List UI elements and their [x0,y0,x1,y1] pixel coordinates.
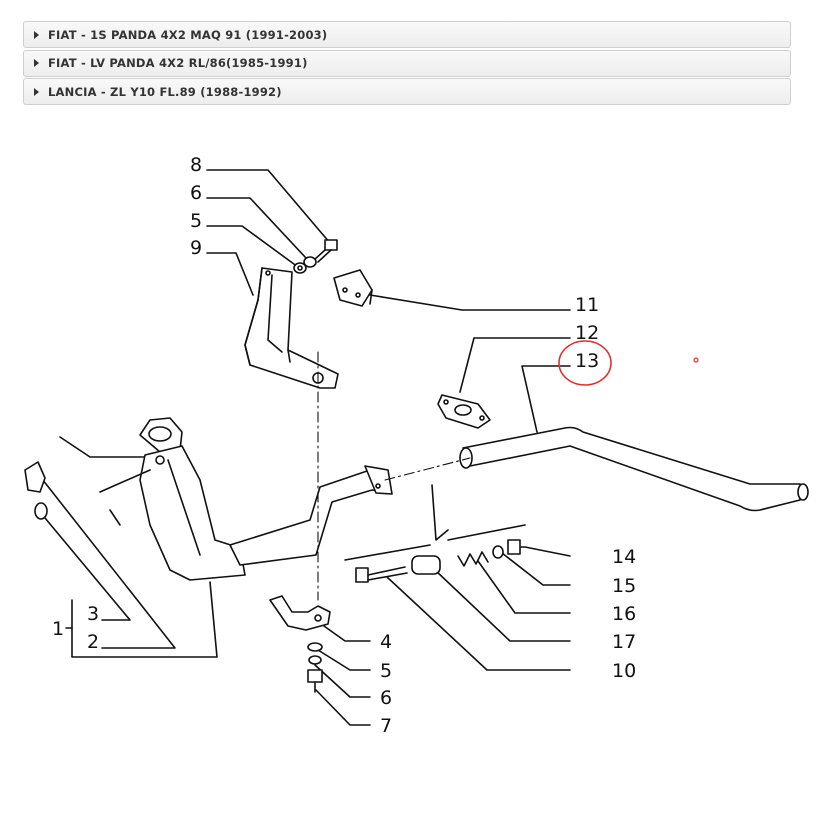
callout-9[interactable]: 9 [190,237,202,259]
callout-13[interactable]: 13 [575,350,599,372]
bolt-8-assembly [293,239,338,274]
callout-15[interactable]: 15 [612,575,636,597]
accordion-item-fiat-lv-panda[interactable]: FIAT - LV PANDA 4X2 RL/86(1985-1991) [23,49,791,77]
caret-right-icon [34,87,39,96]
accordion-item-lancia-y10[interactable]: LANCIA - ZL Y10 FL.89 (1988-1992) [23,78,791,105]
callout-5[interactable]: 5 [190,210,202,232]
accordion-item-label: FIAT - 1S PANDA 4X2 MAQ 91 (1991-2003) [48,27,328,42]
callout-7[interactable]: 7 [380,715,392,737]
caret-right-icon [34,30,39,39]
callout-3[interactable]: 3 [87,603,99,625]
vehicle-accordion: FIAT - 1S PANDA 4X2 MAQ 91 (1991-2003) F… [23,21,791,107]
clamp-4 [269,595,331,693]
accordion-item-fiat-1s-panda[interactable]: FIAT - 1S PANDA 4X2 MAQ 91 (1991-2003) [23,21,791,48]
callout-1[interactable]: 1 [52,618,64,640]
accordion-item-label: FIAT - LV PANDA 4X2 RL/86(1985-1991) [48,56,308,70]
plate-11 [333,269,373,307]
accordion-item-label: LANCIA - ZL Y10 FL.89 (1988-1992) [48,84,282,99]
parts-2-3 [24,461,48,520]
hardware-row [344,484,526,583]
gasket-12 [437,394,491,429]
dash-lines [317,351,471,601]
callout-8[interactable]: 8 [190,154,202,176]
callout-10[interactable]: 10 [612,660,636,682]
callout-labels: 8 6 5 9 11 12 13 14 15 16 17 10 4 5 6 7 … [52,154,636,737]
callout-4[interactable]: 4 [380,631,392,653]
catalytic-converter-1 [99,417,393,581]
tail-pipe-13 [459,426,809,512]
callout-14[interactable]: 14 [612,546,636,568]
callout-6[interactable]: 6 [190,182,202,204]
highlight-dot [693,357,699,363]
callout-11[interactable]: 11 [575,294,599,316]
leader-lines [34,169,571,726]
callout-5-lower[interactable]: 5 [380,660,392,682]
callout-6-lower[interactable]: 6 [380,687,392,709]
callout-2[interactable]: 2 [87,631,99,653]
caret-right-icon [34,59,39,67]
callout-12[interactable]: 12 [575,322,599,344]
callout-16[interactable]: 16 [612,603,636,625]
bracket-9 [244,267,339,389]
highlight-circle [558,340,612,386]
callout-17[interactable]: 17 [612,631,636,653]
